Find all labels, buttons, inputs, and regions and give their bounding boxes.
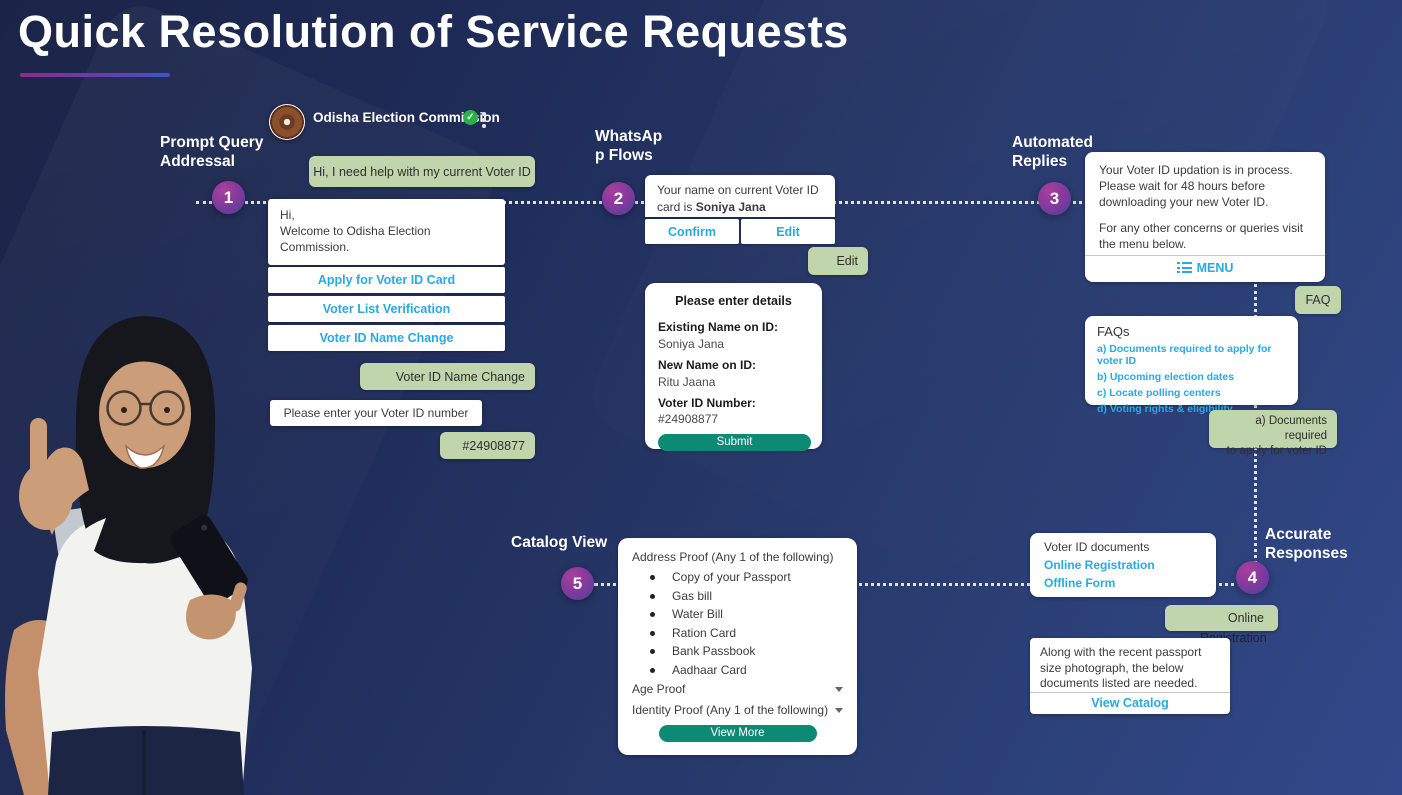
step5-number-badge: 5: [561, 567, 594, 600]
form-title: Please enter details: [675, 294, 792, 308]
online-registration-link[interactable]: Online Registration: [1044, 558, 1155, 572]
user-message-bubble: a) Documents required to apply for voter…: [1209, 410, 1337, 457]
user-message-bubble: Hi, I need help with my current Voter ID: [309, 156, 535, 187]
menu-button[interactable]: MENU: [1085, 260, 1325, 277]
faq-item[interactable]: b) Upcoming election dates: [1097, 371, 1235, 383]
menu-list-icon: [1176, 262, 1192, 274]
catalog-item: Water Bill: [646, 605, 843, 624]
title-underline: [20, 73, 170, 77]
step3-number-badge: 3: [1038, 182, 1071, 215]
catalog-item: Gas bill: [646, 587, 843, 606]
catalog-item: Bank Passbook: [646, 642, 843, 661]
faq-item[interactable]: d) Voting rights & eligibility: [1097, 403, 1233, 415]
bot-message-bubble: Please enter your Voter ID number: [270, 400, 482, 426]
step1-number-badge: 1: [212, 181, 245, 214]
faq-card: FAQs a) Documents required to apply for …: [1085, 316, 1298, 415]
catalog-item: Aadhaar Card: [646, 661, 843, 680]
option-voter-id-name-change[interactable]: Voter ID Name Change: [268, 325, 505, 351]
catalog-card: Address Proof (Any 1 of the following) C…: [618, 538, 857, 755]
step4-number-badge: 4: [1236, 561, 1269, 594]
divider: [1030, 692, 1230, 693]
identity-proof-dropdown[interactable]: Identity Proof (Any 1 of the following): [632, 703, 843, 717]
connector-steps-5-4: [594, 583, 1242, 586]
edit-button[interactable]: Edit: [741, 219, 835, 244]
user-message-bubble: #24908877: [440, 432, 535, 459]
faq-item[interactable]: c) Locate polling centers: [1097, 387, 1221, 399]
catalog-item: Copy of your Passport: [646, 568, 843, 587]
dropdown-caret-icon: [835, 707, 843, 713]
page-title: Quick Resolution of Service Requests: [18, 6, 849, 57]
automated-reply-card: Your Voter ID updation is in process. Pl…: [1085, 152, 1325, 282]
user-message-bubble: FAQ: [1295, 286, 1341, 314]
enter-details-form: Please enter details Existing Name on ID…: [645, 283, 822, 451]
catalog-section1-title: Address Proof (Any 1 of the following): [632, 550, 834, 564]
form-field-label: New Name on ID:: [658, 358, 757, 372]
chat-contact-name: Odisha Election Commission: [313, 110, 500, 125]
view-catalog-card: Along with the recent passport size phot…: [1030, 638, 1230, 714]
bot-greeting-card: Hi, Welcome to Odisha Election Commissio…: [268, 199, 505, 296]
age-proof-dropdown[interactable]: Age Proof: [632, 682, 843, 696]
chat-avatar: [269, 104, 305, 140]
form-field-value[interactable]: #24908877: [658, 412, 719, 426]
user-message-bubble: Edit: [808, 247, 868, 275]
bot-name-confirm-bubble: Your name on current Voter ID card is So…: [645, 175, 835, 217]
form-field-label: Existing Name on ID:: [658, 320, 779, 334]
verified-badge-icon: ✓: [463, 110, 478, 125]
connector-steps-1-3: [196, 201, 1088, 204]
person-photo: [5, 316, 252, 795]
doc-card-title: Voter ID documents: [1044, 540, 1150, 554]
form-field-value[interactable]: Soniya Jana: [658, 337, 725, 351]
confirm-button[interactable]: Confirm: [645, 219, 739, 244]
voter-id-documents-card: Voter ID documents Online Registration O…: [1030, 533, 1216, 597]
faq-item[interactable]: a) Documents required to apply for voter…: [1097, 343, 1272, 367]
dropdown-caret-icon: [835, 686, 843, 692]
catalog-item: Ration Card: [646, 624, 843, 643]
step5-label: Catalog View: [511, 534, 608, 551]
view-catalog-button[interactable]: View Catalog: [1091, 695, 1169, 710]
step2-number-badge: 2: [602, 182, 635, 215]
offline-form-link[interactable]: Offline Form: [1044, 576, 1116, 590]
form-field-value[interactable]: Ritu Jaana: [658, 375, 716, 389]
option-apply-voter-id[interactable]: Apply for Voter ID Card: [268, 267, 505, 293]
user-message-bubble: Online: [1165, 605, 1278, 631]
kebab-menu-icon[interactable]: [482, 112, 486, 128]
bot-name-bold: Soniya Jana: [695, 199, 766, 214]
catalog-list: Copy of your Passport Gas bill Water Bil…: [646, 568, 843, 679]
option-voter-list-verification[interactable]: Voter List Verification: [268, 296, 505, 322]
user-message-bubble: Voter ID Name Change: [360, 363, 535, 390]
form-field-label: Voter ID Number:: [658, 396, 756, 410]
faq-title: FAQs: [1097, 324, 1130, 339]
divider: [1085, 255, 1325, 256]
submit-button[interactable]: Submit: [658, 434, 811, 451]
view-more-button[interactable]: View More: [658, 725, 817, 742]
